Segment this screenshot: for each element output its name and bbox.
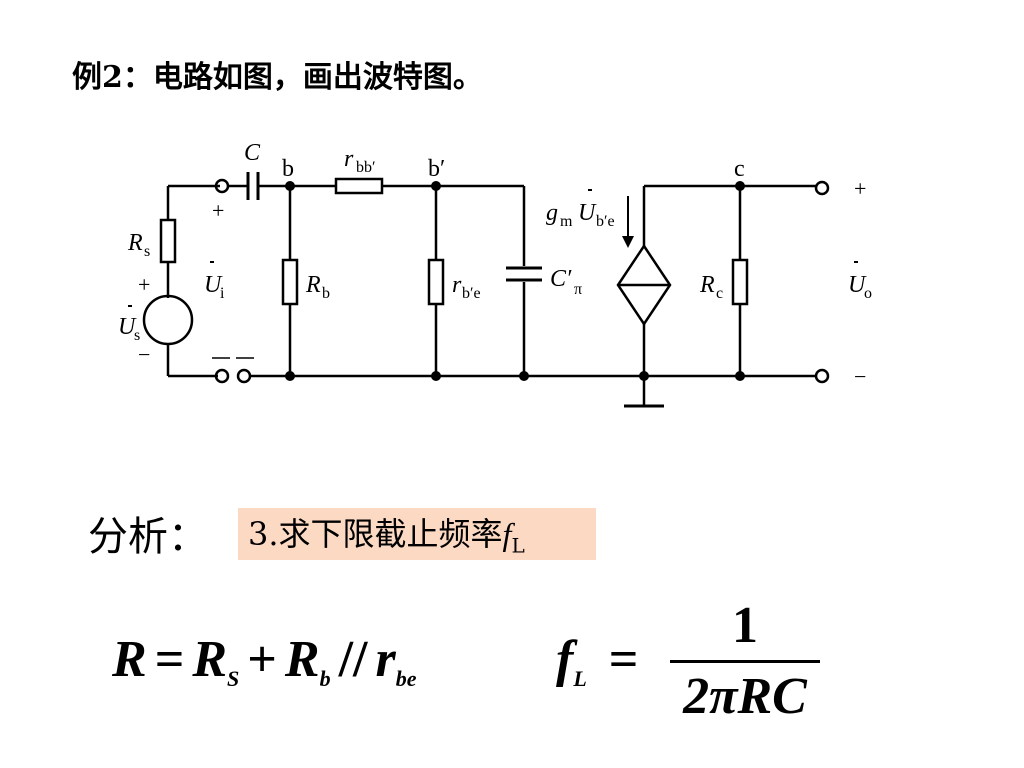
formula-f-num: 1 [732, 597, 758, 654]
rs-resistor [159, 218, 177, 264]
label-rs-sub: s [144, 243, 150, 260]
label-ui: U [204, 272, 223, 298]
label-uo-sub: o [864, 285, 872, 302]
label-plus-output: + [854, 176, 866, 201]
label-rc: R [699, 272, 715, 298]
output-terminal [814, 368, 830, 384]
label-rbb-sub: bb′ [356, 159, 376, 176]
formula-r-t1: R [192, 631, 228, 688]
label-cpi: C′ [550, 266, 572, 292]
formula-r-eq: = [154, 631, 185, 688]
label-gm-u: U [578, 200, 597, 226]
label-plus-source: + [138, 272, 150, 297]
formula-r-plus: + [247, 631, 277, 688]
label-ui-sub: i [220, 285, 225, 302]
label-rbe-sub: b′e [462, 285, 481, 302]
label-gm-sub: m [560, 213, 573, 230]
label-uo: U [848, 272, 867, 298]
label-rb-sub: b [322, 285, 330, 302]
junction-dot [639, 371, 649, 381]
formula-r-t1-sub: S [227, 666, 240, 691]
label-minus-source: − [138, 342, 150, 367]
formula-r-t3: r [375, 631, 396, 688]
step-symbol: f [502, 516, 512, 552]
label-us-sub: s [134, 327, 140, 344]
input-terminal [236, 368, 252, 384]
formula-r-t2: R [284, 631, 320, 688]
rc-resistor [731, 258, 749, 306]
label-minus-output: − [854, 364, 866, 389]
formula-f-fraction: 1 2πRC [670, 596, 820, 727]
formula-r-par: // [338, 631, 368, 688]
fraction-bar [670, 660, 820, 663]
step-subscript: L [511, 533, 525, 558]
label-node-c: c [734, 156, 745, 182]
formula-f: fL = [556, 630, 638, 692]
analysis-label: 分析： [88, 514, 208, 560]
label-rs: R [127, 230, 143, 256]
formula-f-den: 2πRC [683, 668, 807, 725]
junction-dot [735, 371, 745, 381]
junction-dot [735, 181, 745, 191]
output-terminal [814, 180, 830, 196]
step-highlight: 3.求下限截止频率fL [238, 508, 596, 560]
step-text: 3.求下限截止频率 [248, 515, 503, 553]
label-rb: R [305, 272, 321, 298]
rbb-resistor [334, 177, 384, 195]
label-rbb: r [344, 146, 354, 172]
label-rbe: r [452, 272, 462, 298]
label-us: U [118, 314, 137, 340]
rb-resistor [281, 258, 299, 306]
voltage-source [142, 294, 194, 346]
label-cpi-sub: π [574, 281, 582, 298]
label-plus-input: + [212, 198, 224, 223]
junction-dot [285, 371, 295, 381]
label-gm: g [546, 200, 558, 226]
label-rc-sub: c [716, 285, 723, 302]
formula-f-lhs: f [556, 631, 574, 688]
page-title: 例2：电路如图，画出波特图。 [72, 60, 483, 95]
label-gm-u-sub: b′e [596, 213, 615, 230]
current-arrow-head [622, 236, 634, 248]
label-node-b-prime: b′ [428, 156, 445, 182]
formula-f-lhs-sub: L [573, 666, 587, 691]
input-terminal [214, 368, 230, 384]
rbe-resistor [427, 258, 445, 306]
formula-f-eq: = [608, 631, 639, 688]
junction-dot [431, 181, 441, 191]
junction-dot [431, 371, 441, 381]
formula-r: R=RS+Rb//rbe [112, 630, 417, 692]
formula-r-lhs: R [112, 631, 147, 688]
junction-dot [285, 181, 295, 191]
formula-r-t2-sub: b [319, 666, 331, 691]
junction-dot [519, 371, 529, 381]
label-node-b: b [282, 156, 294, 182]
label-c: C [244, 140, 261, 166]
formula-r-t3-sub: be [395, 666, 417, 691]
